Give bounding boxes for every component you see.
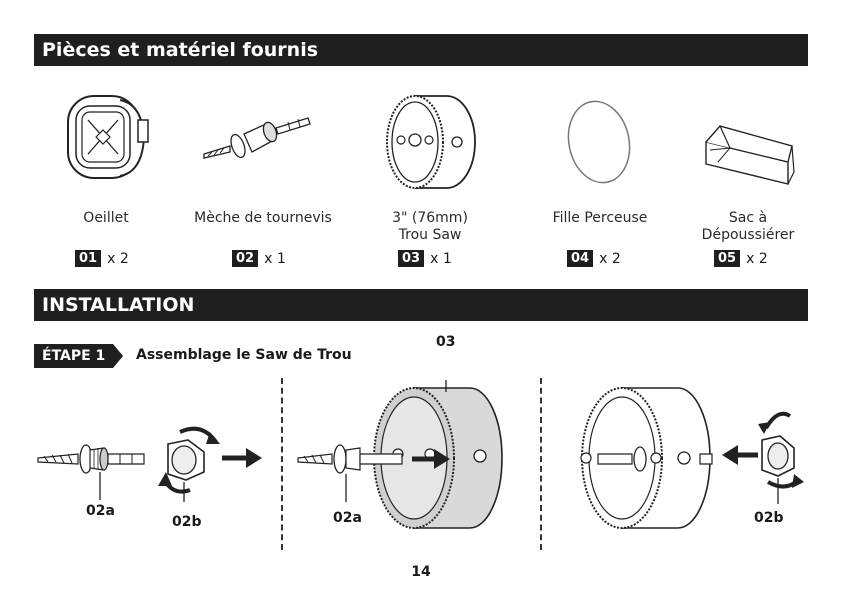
part-label-line2: Mèche de tournevis [178, 210, 348, 227]
callout-03: 03 [436, 334, 455, 350]
part-label-line2: Oeillet [52, 210, 160, 227]
part-label-line1: 3" (76mm) [370, 210, 490, 227]
part-code-badge: 02 [232, 250, 258, 267]
parts-section-header: Pièces et matériel fournis [34, 34, 808, 66]
part-qty-02: 02 x 1 [232, 250, 286, 267]
part-qty-value: x 1 [430, 251, 452, 267]
part-label-line2: Dépoussiérer [686, 227, 810, 244]
part-qty-04: 04 x 2 [567, 250, 621, 267]
part-label-line2: Trou Saw [370, 227, 490, 244]
part-qty-value: x 2 [599, 251, 621, 267]
part-qty-01: 01 x 2 [75, 250, 129, 267]
callout-02a: 02a [86, 503, 115, 519]
part-code-badge: 04 [567, 250, 593, 267]
dust-bag-icon [700, 118, 800, 190]
drill-film-icon [563, 98, 635, 186]
part-label-01: Oeillet [52, 210, 160, 227]
callout-02b: 02b [754, 510, 784, 526]
grommet-icon [58, 90, 153, 185]
part-label-03: 3" (76mm) Trou Saw [370, 210, 490, 244]
part-qty-05: 05 x 2 [714, 250, 768, 267]
step1-panel-assemble-icon [34, 400, 274, 520]
part-qty-value: x 1 [264, 251, 286, 267]
page-number: 14 [0, 564, 842, 580]
callout-02b: 02b [172, 514, 202, 530]
part-qty-value: x 2 [746, 251, 768, 267]
part-code-badge: 01 [75, 250, 101, 267]
part-code-badge: 03 [398, 250, 424, 267]
part-qty-03: 03 x 1 [398, 250, 452, 267]
panel-divider [281, 378, 283, 550]
part-label-line2: Fille Perceuse [530, 210, 670, 227]
part-code-badge: 05 [714, 250, 740, 267]
panel-divider [540, 378, 542, 550]
callout-02a: 02a [333, 510, 362, 526]
hole-saw-icon [383, 92, 478, 192]
step1-panel-insert-icon [290, 378, 530, 538]
part-qty-value: x 2 [107, 251, 129, 267]
drill-bit-icon [200, 110, 315, 170]
step-tag: ÉTAPE 1 [34, 344, 113, 368]
part-label-05: Sac à Dépoussiérer [686, 210, 810, 244]
part-label-04: Fille Perceuse [530, 210, 670, 227]
part-label-02: Mèche de tournevis [178, 210, 348, 227]
step-title: Assemblage le Saw de Trou [136, 347, 352, 363]
part-label-line1: Sac à [686, 210, 810, 227]
installation-section-header: INSTALLATION [34, 289, 808, 321]
